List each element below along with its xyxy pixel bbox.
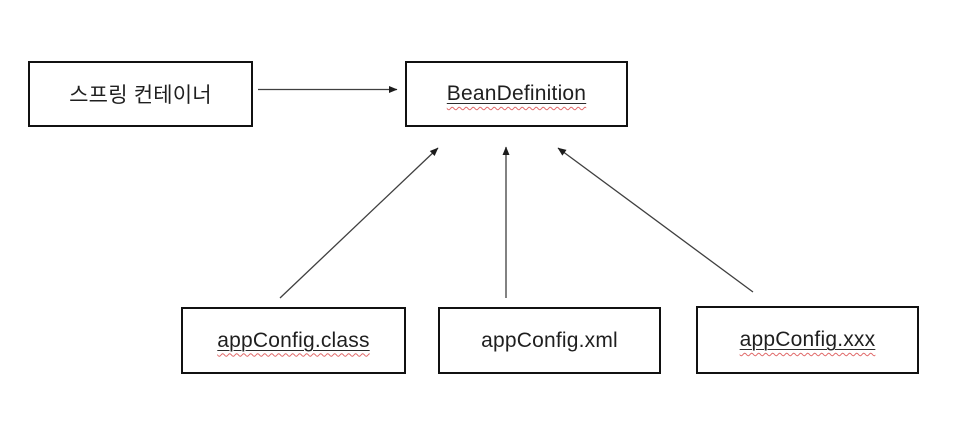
node-label: appConfig.class (217, 328, 370, 352)
node-app-config-class: appConfig.class (181, 307, 406, 374)
spellcheck-squiggle: BeanDefinition (447, 82, 586, 106)
node-label: appConfig.xxx (739, 328, 876, 351)
node-label: BeanDefinition (446, 82, 587, 105)
spellcheck-squiggle: appConfig.class (217, 329, 369, 353)
node-spring-container: 스프링 컨테이너 (28, 61, 253, 127)
node-label: 스프링 컨테이너 (69, 84, 212, 107)
arrow-app-config-xxx-to-bean-definition (557, 147, 754, 293)
node-bean-definition: BeanDefinition (405, 61, 628, 127)
spellcheck-squiggle: appConfig.xxx (740, 328, 876, 352)
node-app-config-xml: appConfig.xml (438, 307, 661, 374)
node-app-config-xxx: appConfig.xxx (696, 306, 919, 374)
arrow-app-config-class-to-bean-definition (279, 147, 439, 299)
node-label: appConfig.xml (481, 328, 618, 352)
